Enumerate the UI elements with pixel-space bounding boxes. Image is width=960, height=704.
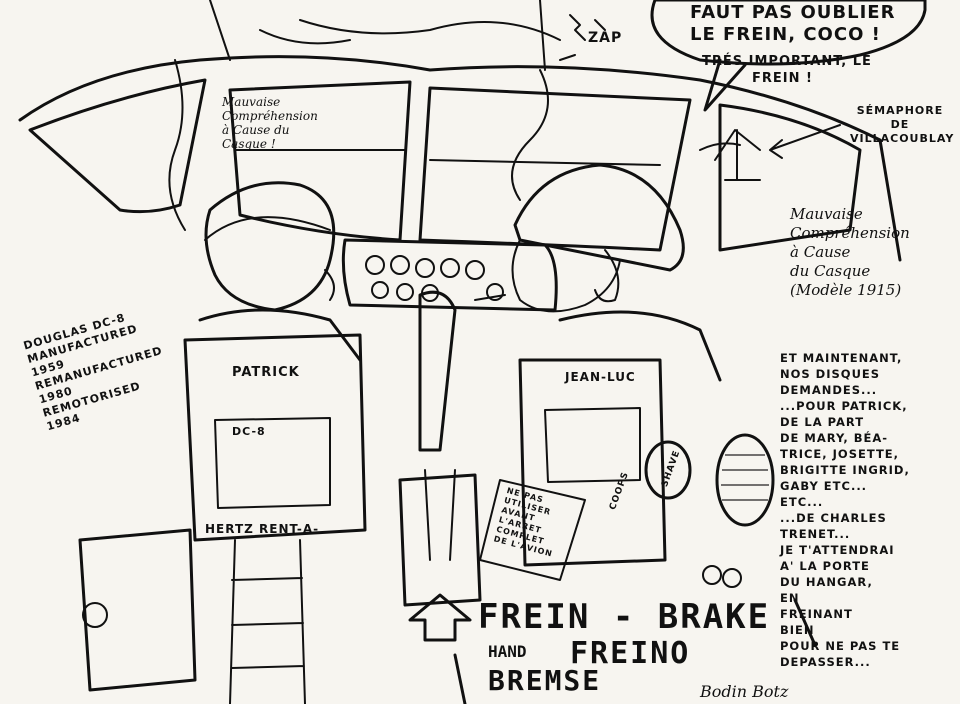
brake-sign-bremse: BREMSE xyxy=(488,664,602,697)
brake-sign-line-1: FREIN - BRAKE xyxy=(478,597,771,637)
rent-a-label: HERTZ RENT-A- xyxy=(205,522,320,536)
cassette xyxy=(644,440,692,500)
gauge xyxy=(390,255,410,275)
brake-sign-hand: HAND xyxy=(488,642,527,661)
speech-bubble-tail xyxy=(703,58,747,112)
right-pilot-helmet xyxy=(513,163,685,272)
floor-knob xyxy=(82,602,108,628)
gauge xyxy=(440,258,460,278)
bubble-line-3: TRÉS IMPORTANT, LE xyxy=(702,54,872,69)
center-pedestal xyxy=(398,473,482,607)
hanging-cable-right xyxy=(511,69,549,201)
hanging-cable-left xyxy=(168,59,186,231)
bubble-line-1: FAUT PAS OUBLIER xyxy=(690,2,896,23)
overhead-wires xyxy=(209,0,561,71)
brake-sign-freino: FREINO xyxy=(570,636,691,671)
right-seat-back xyxy=(518,358,667,567)
pocket-left-label: DC-8 xyxy=(232,425,266,438)
right-pilot-body xyxy=(558,310,722,382)
speech-bubble xyxy=(650,0,927,66)
radio-knob xyxy=(702,565,722,585)
right-pilot-face xyxy=(511,239,621,313)
left-seat-back xyxy=(183,333,367,542)
bubble-line-4: FREIN ! xyxy=(752,71,813,86)
misunderstanding-left-label: Mauvaise Compréhension à Cause du Casque… xyxy=(222,95,318,151)
striped-post-right xyxy=(793,598,817,647)
radio-message: ET MAINTENANT, NOS DISQUES DEMANDES... .… xyxy=(780,351,910,669)
left-floor-box xyxy=(78,528,197,692)
zap-label: ZAP xyxy=(588,30,623,46)
semaphore-arrow xyxy=(769,124,841,159)
notice-card xyxy=(479,479,586,581)
striped-post-left xyxy=(453,653,467,704)
brake-arrow xyxy=(408,593,472,642)
radio-knob xyxy=(722,568,742,588)
gauge xyxy=(365,255,385,275)
horizon-line xyxy=(234,149,661,166)
left-pilot-head xyxy=(204,181,336,312)
bubble-line-2: LE FREIN, COCO ! xyxy=(690,24,881,45)
signature: Bodin Botz xyxy=(700,682,789,701)
speaker xyxy=(715,433,775,527)
left-window xyxy=(28,78,207,214)
left-seat-pocket xyxy=(214,417,331,509)
gauge xyxy=(396,283,414,301)
left-pilot-body xyxy=(198,308,362,362)
speaker-grille xyxy=(721,454,769,501)
right-window xyxy=(718,103,862,252)
brake-handle xyxy=(424,469,456,561)
center-right-window xyxy=(418,86,692,252)
semaphore-label: SÉMAPHORE DE VILLACOUBLAY xyxy=(850,104,955,145)
instrument-panel xyxy=(341,238,558,312)
right-pilot-headset xyxy=(594,249,620,303)
misunderstanding-right-label: Mauvaise Compréhension à Cause du Casque… xyxy=(790,205,910,299)
seat-left-name: PATRICK xyxy=(232,365,300,380)
semaphore-drawing xyxy=(699,129,761,181)
gauge xyxy=(465,260,485,280)
right-seat-pocket xyxy=(544,407,641,483)
left-seat-rails xyxy=(229,539,306,704)
zap-sparks xyxy=(559,14,606,61)
seat-right-name: JEAN-LUC xyxy=(565,370,636,384)
gauge xyxy=(486,283,504,301)
throttle-lever xyxy=(418,290,457,452)
gauge xyxy=(415,258,435,278)
left-pilot-headset xyxy=(204,216,335,301)
gauge xyxy=(371,281,389,299)
windshield-frame xyxy=(18,55,902,262)
right-pilot-cigarette xyxy=(474,294,506,301)
